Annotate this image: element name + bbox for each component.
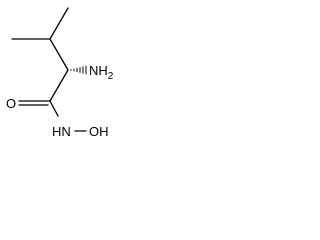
bond-alpha-carbon-to-carbonyl-carbon <box>49 69 69 102</box>
molecule-structure: NH2 O HN OH <box>6 7 114 139</box>
bond-methyl-top-to-isopropyl-ch <box>49 7 69 40</box>
bond-isopropyl-ch-to-alpha-carbon <box>49 38 69 71</box>
atom-label-hydroxamic-nh: HN <box>52 124 71 139</box>
hashed-wedge-bond-to-nh2 <box>70 65 87 75</box>
atom-label-hydroxyl: OH <box>89 124 109 139</box>
atom-label-nh2: NH2 <box>89 63 114 82</box>
bond-carbonyl-carbon-to-nh <box>49 100 59 117</box>
double-bond-carbonyl <box>18 100 51 106</box>
atom-label-carbonyl-oxygen: O <box>6 96 16 111</box>
